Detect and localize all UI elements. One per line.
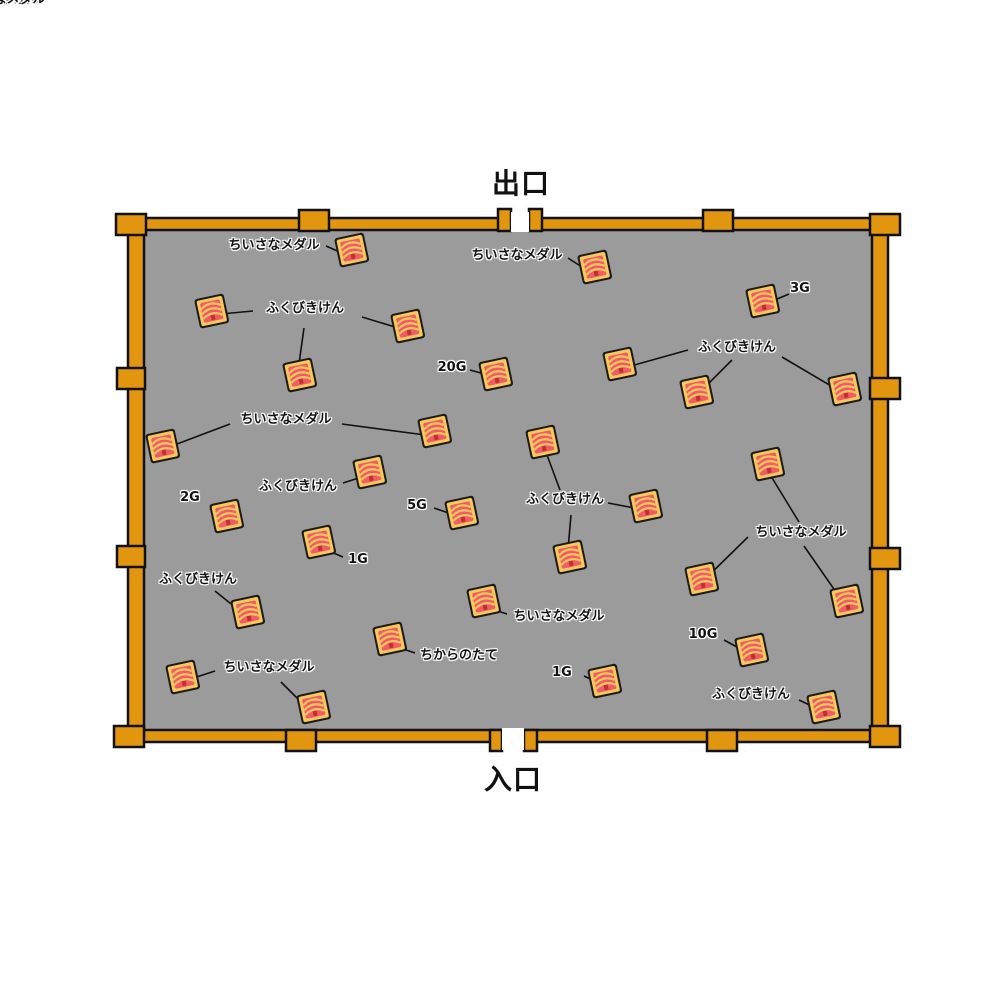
chest-label: ふくびきけん [525,492,605,507]
leader-line [341,423,434,437]
chest-label: ちいさなメダル [223,660,315,675]
chest-label: 20G [437,360,467,375]
chest-label: ふくびきけん [0,0,39,8]
chest-label: 1G [552,665,572,680]
chest-label: ふくびきけん [0,0,39,8]
chest-label: ふくびきけん [265,301,345,316]
chest-label: 1G [348,552,368,567]
entrance-opening[interactable] [502,728,524,750]
chest-label: ふくびきけん [0,0,39,8]
chest-label: ちいさなメダル [755,525,847,540]
chest-label: ふくびきけん [0,0,39,8]
chest-label: ふくびきけん [258,479,338,494]
chest-label: 10G [688,627,718,642]
chest-label: ふくびきけん [697,340,777,355]
chest-label: ちいさなメダル [0,0,46,8]
chest-label: ちいさなメダル [240,412,332,427]
chest-label: 2G [180,490,200,505]
chest-label: ふくびきけん [0,0,39,8]
chest-label: ちいさなメダル [471,248,563,263]
exit-label: 出口 [492,167,551,200]
entrance-label: 入口 [484,763,543,796]
chest-label: ちいさなメダル [513,609,605,624]
chest-label: ふくびきけん [711,687,791,702]
chest-label: ちいさなメダル [228,238,320,253]
chest-label: 3G [790,281,810,296]
chest-label: 5G [407,498,427,513]
chest-label: ちからのたて [419,648,499,663]
chest-label: ちいさなメダル [0,0,46,8]
chest-label: ふくびきけん [158,572,238,587]
exit-opening[interactable] [511,212,529,232]
